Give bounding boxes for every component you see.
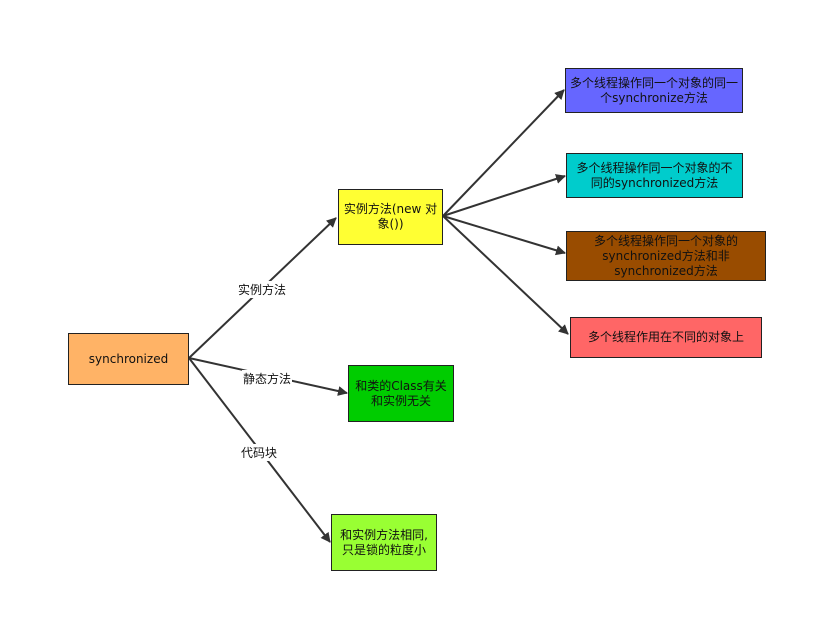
edge-instance-diff-sync: [442, 174, 566, 217]
node-same-object-mixed-label: 多个线程操作同一个对象的synchronized方法和非synchronized…: [593, 233, 738, 278]
edge-instance-same-obj: [442, 89, 565, 217]
edge-label-static-method: 静态方法: [242, 370, 293, 387]
node-different-objects-label: 多个线程作用在不同的对象上: [587, 330, 744, 344]
node-code-block[interactable]: 和实例方法相同,只是锁的粒度小: [331, 514, 437, 571]
node-instance-method[interactable]: 实例方法(new 对象()): [338, 189, 443, 245]
edge-instance-diff-obj: [442, 215, 569, 335]
node-same-object-diff-sync-label: 多个线程操作同一个对象的不同的synchronized方法: [576, 160, 733, 190]
edge-label-instance-method: 实例方法: [237, 281, 288, 298]
node-synchronized[interactable]: synchronized: [68, 333, 189, 385]
node-same-object-mixed[interactable]: 多个线程操作同一个对象的synchronized方法和非synchronized…: [566, 231, 766, 281]
edge-instance-mixed: [442, 215, 566, 256]
node-synchronized-label: synchronized: [88, 351, 169, 366]
edge-label-code-block: 代码块: [240, 444, 279, 461]
node-same-object-diff-sync[interactable]: 多个线程操作同一个对象的不同的synchronized方法: [566, 153, 743, 198]
node-static-method-label: 和类的Class有关和实例无关: [355, 378, 447, 408]
node-code-block-label: 和实例方法相同,只是锁的粒度小: [340, 527, 428, 557]
node-static-method[interactable]: 和类的Class有关和实例无关: [348, 365, 454, 422]
node-same-object-same-method-label: 多个线程操作同一个对象的同一个synchronize方法: [570, 75, 739, 105]
node-different-objects[interactable]: 多个线程作用在不同的对象上: [570, 317, 762, 358]
node-same-object-same-method[interactable]: 多个线程操作同一个对象的同一个synchronize方法: [565, 68, 743, 113]
node-instance-method-label: 实例方法(new 对象()): [343, 202, 438, 231]
